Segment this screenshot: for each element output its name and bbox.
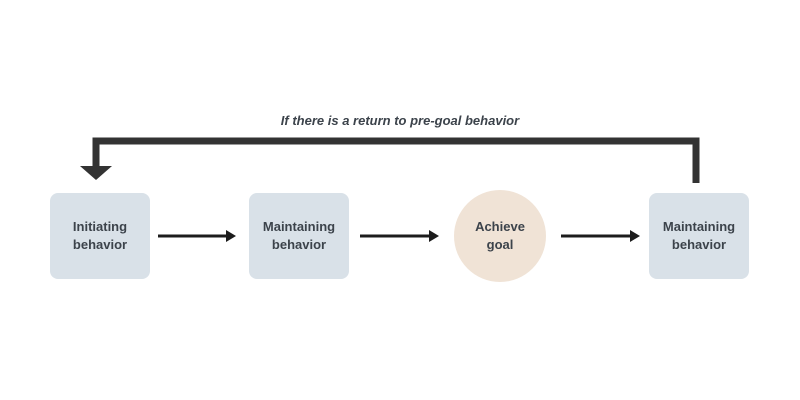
node-label: Achieve goal [475,219,525,252]
return-loop-line [92,137,700,183]
return-loop-arrowhead [80,166,112,180]
arrow-maintaining-to-goal [360,230,439,242]
node-label: Initiating behavior [72,219,128,252]
node-label: Maintaining behavior [662,219,736,252]
node-label: Maintaining behavior [262,219,336,252]
return-loop-label: If there is a return to pre-goal behavio… [280,113,520,128]
arrow-goal-to-maintaining [561,230,640,242]
node-maintaining-behavior-1: Maintaining behavior [249,193,349,279]
node-maintaining-behavior-2: Maintaining behavior [649,193,749,279]
node-initiating-behavior: Initiating behavior [50,193,150,279]
node-achieve-goal: Achieve goal [454,190,546,282]
arrow-initiating-to-maintaining [158,230,236,242]
